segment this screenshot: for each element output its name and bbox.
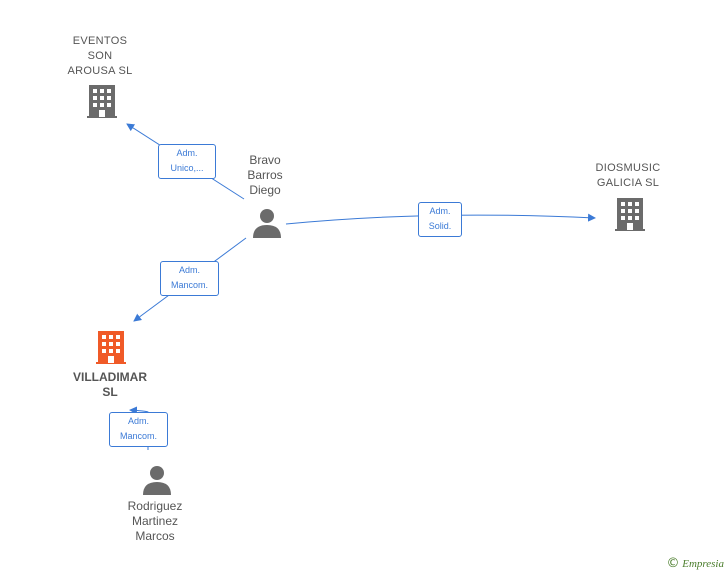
relation-label-bravo-villadimar: Adm. Mancom. xyxy=(160,261,219,296)
footer-brand: © Empresia xyxy=(666,556,724,571)
person-label-rodriguez[interactable]: Rodriguez Martinez Marcos xyxy=(127,499,183,543)
person-icon[interactable] xyxy=(253,209,281,238)
company-label-diosmusic[interactable]: DIOSMUSIC GALICIA SL xyxy=(595,162,661,189)
relation-label-bravo-eventos: Adm. Unico,... xyxy=(158,144,216,179)
person-icon[interactable] xyxy=(143,466,171,495)
person-label-bravo[interactable]: Bravo Barros Diego xyxy=(247,153,283,197)
relation-label-rodriguez-villadimar: Adm. Mancom. xyxy=(109,412,168,447)
building-icon[interactable] xyxy=(96,331,126,364)
company-label-eventos[interactable]: EVENTOS SON AROUSA SL xyxy=(67,35,133,77)
copyright-icon: © xyxy=(666,556,680,571)
relation-label-bravo-diosmusic: Adm. Solid. xyxy=(418,202,462,237)
brand-name: Empresia xyxy=(682,558,724,570)
edge-rodriguez-villadimar xyxy=(129,406,149,450)
building-icon[interactable] xyxy=(615,198,645,231)
building-icon[interactable] xyxy=(87,85,117,118)
company-label-villadimar[interactable]: VILLADIMAR SL xyxy=(73,370,147,399)
